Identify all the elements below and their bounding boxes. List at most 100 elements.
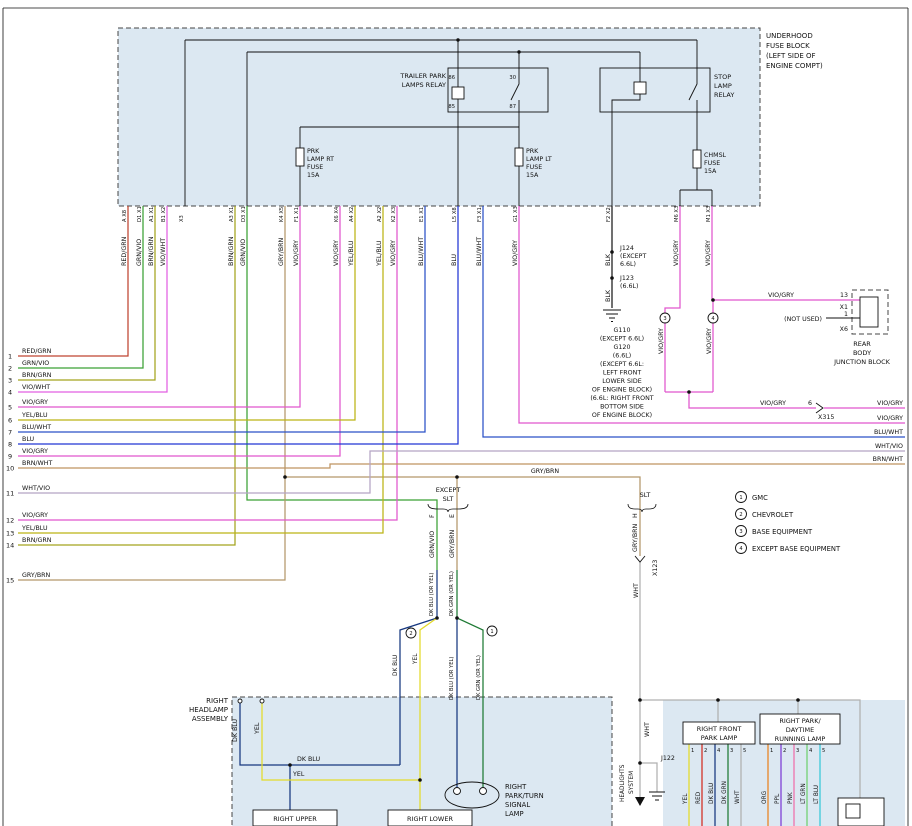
wire-color-label: VIO/GRY <box>512 240 519 266</box>
wire-color-label: VIO/GRY <box>877 415 903 422</box>
right-section: VIO/GRY VIO/GRY VIO/GRY 13 X1 1 X6 (NOT … <box>658 289 903 463</box>
wire-color-label: BLK <box>605 253 612 266</box>
terminal-number: 8 <box>8 441 12 449</box>
ground-splice-label: J123 <box>619 275 634 282</box>
wire-brn-grn <box>18 206 236 546</box>
lamp-label: RIGHT PARK/ <box>779 717 821 725</box>
x123-connector-icon <box>634 555 646 563</box>
fuse-label: PRK <box>307 148 320 155</box>
junction-dot <box>288 763 292 767</box>
wire-color-label: VIO/GRY <box>705 240 712 266</box>
ground-splice-label: 6.6L) <box>620 261 636 268</box>
fuse-label: 15A <box>307 172 320 179</box>
pin-label: D3 X1 <box>241 206 247 222</box>
config-label: EXCEPT <box>436 486 461 494</box>
bulb-label: RIGHT LOWER <box>407 815 453 823</box>
pin-number: 2 <box>704 748 707 754</box>
junction-dot <box>517 50 521 54</box>
pin-number: 3 <box>796 748 799 754</box>
legend-number: 1 <box>739 495 742 501</box>
backgrounds <box>2 7 909 826</box>
config-label: SLT <box>443 495 454 503</box>
fuse-block-internal-wiring <box>184 39 713 206</box>
junction-dot <box>796 698 800 702</box>
junction-dot <box>456 38 460 42</box>
terminal-wire-label: BRN/GRN <box>22 372 52 379</box>
terminal-number: 3 <box>8 377 12 385</box>
wire-color-label: BLU/WHT <box>874 429 903 436</box>
wire-color-label: DK GRN <box>722 781 728 804</box>
terminal-number: 1 <box>8 353 12 361</box>
wire-yel <box>261 617 690 826</box>
wire-color-label: BLU <box>451 253 458 266</box>
wire-color-label: VIO/GRY <box>768 292 794 299</box>
headlights-system-branch: WHT HEADLIGHTS SYSTEM J122 <box>620 722 675 806</box>
ground-location-text: G120 <box>614 344 631 351</box>
headlamp-assembly: RIGHT HEADLAMP ASSEMBLY DK BLU YEL DK BL… <box>189 697 544 826</box>
ground-symbol <box>603 309 621 322</box>
pin-number: 1 <box>691 748 694 754</box>
wire-color-label: VIO/WHT <box>160 238 167 266</box>
wire-color-label: BRN/GRN <box>148 236 155 266</box>
wire-color-label: DK BLU (OR YEL) <box>429 573 435 616</box>
junction-block-label: BODY <box>853 349 871 357</box>
wires <box>18 206 905 826</box>
ground-location-text: (EXCEPT 6.6L) <box>600 336 644 343</box>
wire-color-label: GRN/VIO <box>240 239 247 266</box>
circuit-letter: E <box>449 514 456 518</box>
lamp-label: PARK/TURN <box>505 792 544 800</box>
legend-label: EXCEPT BASE EQUIPMENT <box>752 545 841 553</box>
fuse-block-title: FUSE BLOCK <box>766 42 810 50</box>
wire-color-label: BLK <box>605 289 612 302</box>
junction-dot <box>610 276 614 280</box>
off-page-arrow-icon <box>635 797 645 806</box>
ground-location-text: (6.6L: RIGHT FRONT <box>590 395 653 402</box>
stop-relay-label: STOP <box>714 73 731 81</box>
ground-section: BLK J124 (EXCEPT 6.6L) J123 (6.6L) G110 … <box>590 245 653 419</box>
wire-color-label: GRN/VIO <box>429 531 436 558</box>
connector-pin-icon <box>259 698 265 704</box>
pin-number: 5 <box>822 748 825 754</box>
wire-color-label: WHT/VIO <box>875 443 903 450</box>
terminal-number: 2 <box>8 365 12 373</box>
junction-dot <box>638 761 642 765</box>
fuse-label: FUSE <box>526 164 542 171</box>
wire-color-label: PPL <box>775 793 781 804</box>
terminal-wire-label: BLU/WHT <box>22 424 51 431</box>
legend-label: CHEVROLET <box>752 511 794 519</box>
wire-color-label: GRN/VIO <box>136 239 143 266</box>
ground-splice-label: (6.6L) <box>620 283 638 290</box>
assembly-label: RIGHT <box>206 697 229 705</box>
relay-terminal-86: 86 <box>448 75 455 81</box>
wire-color-label: PNK <box>788 792 794 804</box>
pin-label: A1 X1 <box>149 207 155 222</box>
wire-color-label: GRY/BRN <box>632 523 639 552</box>
junction-block-label: JUNCTION BLOCK <box>833 358 891 366</box>
legend-2-icon <box>735 508 747 520</box>
fuse-icon <box>692 149 702 169</box>
junction-dots <box>283 38 800 782</box>
wire-color-label: GRY/BRN <box>531 468 560 475</box>
connector-id: X6 <box>840 326 848 333</box>
right-front-park-lamp-box <box>682 721 756 745</box>
x315-connector-icon <box>815 402 824 414</box>
circuit-letter: H <box>632 513 639 518</box>
wire-blu-wht <box>18 206 905 438</box>
pin-label: F1 X1 <box>294 207 300 222</box>
wire-color-label: DK BLU <box>232 719 239 742</box>
fuse-icon <box>295 147 305 167</box>
relay-coil-icon <box>451 86 465 100</box>
legend: 1 GMC 2 CHEVROLET 3 BASE EQUIPMENT 4 EXC… <box>735 491 841 554</box>
terminal-number: 10 <box>6 465 14 473</box>
ground-splice-label: J122 <box>660 755 675 762</box>
legend-label: GMC <box>752 494 768 502</box>
callout-3-icon <box>659 312 671 324</box>
pin-label: L5 X8 <box>452 207 458 222</box>
trailer-relay-label: TRAILER PARK <box>399 72 446 80</box>
fuse-label: CHMSL <box>704 152 727 159</box>
ground-location-text: OF ENGINE BLOCK) <box>592 387 652 394</box>
terminal-wire-label: GRY/BRN <box>22 572 51 579</box>
wire-color-label: WHT <box>644 722 651 737</box>
wire-color-label: YEL <box>292 771 305 778</box>
